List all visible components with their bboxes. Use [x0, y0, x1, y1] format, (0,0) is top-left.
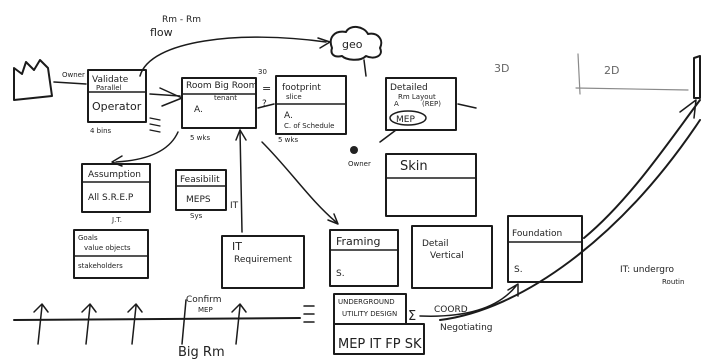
- underground-title: UNDERGROUND: [338, 298, 395, 306]
- underground-bottom: MEP IT FP SK: [338, 337, 422, 352]
- it-requirement-box: IT Requirement: [221, 235, 305, 289]
- geo-cloud: geo: [329, 26, 383, 61]
- detail-vertical-box: Detail Vertical: [411, 225, 493, 289]
- it-requirement-sub: Requirement: [234, 255, 292, 265]
- goals-line2: value objects: [84, 244, 131, 252]
- room-big-room-letter: A.: [194, 105, 203, 115]
- goals-box: Goals value objects stakeholders: [73, 229, 149, 279]
- validate-note: 4 bins: [90, 127, 112, 135]
- footprint-letter-c: C. of Schedule: [284, 122, 334, 130]
- skin-box: Skin: [385, 153, 477, 217]
- timeline: [13, 299, 315, 345]
- skin-title: Skin: [400, 159, 428, 174]
- detailed-title: Detailed: [390, 83, 428, 93]
- detailed-letter: A: [394, 100, 399, 108]
- goals-title: Goals: [78, 234, 98, 242]
- routing-label: Routin: [662, 278, 684, 286]
- room-big-room-sub: tenant: [214, 94, 237, 102]
- geo-label: geo: [342, 38, 363, 51]
- validate-title: Validate: [92, 75, 129, 85]
- assumption-box: Assumption All S.R.E.P J.T.: [81, 163, 151, 224]
- foundation-letter: S.: [514, 265, 523, 275]
- feasibility-box: Feasibilit MEPS Sys: [175, 169, 227, 220]
- detail-vertical-title: Detail: [422, 239, 449, 249]
- sigma-label: Σ: [408, 309, 416, 324]
- it-underground-label: IT: undergro: [620, 265, 674, 275]
- feasibility-title: Feasibilit: [180, 175, 220, 185]
- footprint-letter-a: A.: [284, 111, 293, 121]
- coord-label: COORD: [434, 305, 468, 315]
- footprint-title: footprint: [282, 83, 321, 93]
- detailed-sub: Rm Layout: [398, 93, 436, 101]
- equals-sign: =: [262, 82, 271, 95]
- footprint-box: footprint slice A. C. of Schedule 5 wks: [275, 75, 347, 144]
- framing-letter: S.: [336, 269, 345, 279]
- owner-label: Owner: [348, 160, 371, 168]
- owner-left-label: Owner: [62, 71, 85, 79]
- detail-vertical-sub: Vertical: [430, 251, 464, 261]
- it-near-feasibility: IT: [230, 201, 239, 211]
- framing-title: Framing: [336, 235, 381, 248]
- feasibility-note: Sys: [190, 212, 203, 220]
- assumption-body: All S.R.E.P: [88, 193, 134, 203]
- room-big-room-num: 30: [258, 68, 267, 76]
- assumption-initials: J.T.: [111, 216, 122, 224]
- footprint-note: 5 wks: [278, 136, 298, 144]
- floor-2d: 2D: [604, 64, 619, 77]
- confirm-mep-label: MEP: [198, 306, 213, 314]
- detailed-box: Detailed Rm Layout (REP) A MEP: [385, 77, 457, 131]
- it-requirement-title: IT: [232, 240, 242, 253]
- flow-label-b: flow: [150, 26, 173, 39]
- assumption-title: Assumption: [88, 170, 141, 180]
- big-rm-label: Big Rm: [178, 345, 225, 359]
- room-big-room-box: Room Big Room tenant A. ? 30 5 wks: [181, 68, 267, 142]
- confirm-label: Confirm: [186, 295, 221, 305]
- room-big-room-title: Room Big Room: [186, 81, 257, 91]
- detailed-note: (REP): [422, 100, 441, 108]
- room-big-room-note: 5 wks: [190, 134, 210, 142]
- framing-box: Framing S.: [329, 229, 399, 287]
- feasibility-body: MEPS: [186, 195, 211, 205]
- validate-role: Operator: [92, 100, 142, 113]
- floor-3d: 3D: [494, 62, 509, 75]
- floor-labels: 3D 2D: [494, 53, 701, 99]
- foundation-title: Foundation: [512, 229, 562, 239]
- foundation-box: Foundation S.: [507, 215, 583, 283]
- negotiating-label: Negotiating: [440, 323, 492, 333]
- goals-line3: stakeholders: [78, 262, 123, 270]
- underground-box: UNDERGROUND UTILITY DESIGN MEP IT FP SK: [333, 293, 425, 355]
- validate-sub: Parallel: [96, 84, 122, 92]
- flow-label-a: Rm - Rm: [162, 15, 201, 25]
- footprint-sub: slice: [286, 93, 302, 101]
- room-big-room-side: ?: [262, 99, 267, 109]
- factory-icon: [13, 59, 53, 101]
- validate-box: Validate Parallel Operator 4 bins: [87, 69, 147, 135]
- underground-sub: UTILITY DESIGN: [342, 310, 397, 318]
- detailed-tag: MEP: [396, 115, 415, 125]
